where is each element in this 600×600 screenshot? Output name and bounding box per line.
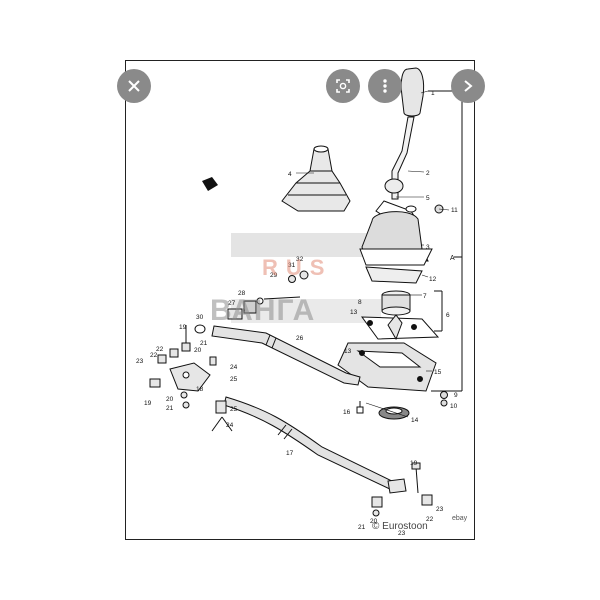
label-32: 32: [296, 256, 304, 263]
watermark-top-text: RUS: [262, 255, 333, 280]
label-6: 6: [446, 312, 450, 319]
label-22-mid: 22: [150, 352, 158, 359]
parts-diagram-sheet: 1 2 3 4 5 6 7 8 9 10 11 12 13 13 14 15 1…: [117, 60, 485, 540]
label-4: 4: [288, 171, 292, 178]
label-22: 22: [156, 346, 164, 353]
label-20-bottom: 20: [370, 518, 378, 525]
label-20-upper: 20: [194, 347, 202, 354]
label-8: 8: [358, 299, 362, 306]
chevron-right-icon: [464, 80, 473, 92]
label-25: 25: [230, 376, 238, 383]
label-2: 2: [426, 170, 430, 177]
label-11: 11: [451, 207, 458, 214]
label-29: 29: [270, 272, 278, 279]
label-5: 5: [426, 195, 430, 202]
label-28: 28: [238, 290, 246, 297]
label-9: 9: [454, 392, 458, 399]
label-31: 31: [288, 262, 296, 269]
label-19-top: 19: [179, 324, 187, 331]
label-23-bottom: 23: [398, 530, 406, 537]
label-16: 16: [343, 409, 351, 416]
shifter-exploded-diagram: 1 2 3 4 5 6 7 8 9 10 11 12 13 13 14 15 1…: [136, 67, 463, 537]
image-credit-sub: ebay: [452, 515, 468, 522]
close-icon: [128, 80, 140, 92]
watermark-text: ВАНГА: [210, 294, 316, 327]
label-10: 10: [450, 403, 458, 410]
leader-lines: [296, 90, 450, 418]
label-24: 24: [230, 364, 238, 371]
label-24-lower: 24: [226, 422, 234, 429]
more-vert-icon: [383, 79, 387, 93]
image-credit: © Eurostoon: [372, 521, 428, 532]
more-options-button[interactable]: [368, 69, 402, 103]
label-A: A: [450, 255, 455, 262]
label-7: 7: [423, 293, 427, 300]
rod-end-hardware: [194, 296, 301, 334]
label-18: 18: [196, 386, 204, 393]
label-17: 17: [286, 450, 294, 457]
label-25-lower: 25: [230, 406, 238, 413]
close-button[interactable]: [117, 69, 151, 103]
seal-ring: [365, 266, 423, 284]
label-19-left: 19: [144, 400, 152, 407]
nuts: [434, 204, 448, 407]
label-21-upper: 21: [200, 340, 208, 347]
lever-housing: [359, 205, 433, 266]
label-19-right: 19: [410, 460, 418, 467]
label-13-lower: 13: [344, 348, 352, 355]
label-26: 26: [296, 335, 304, 342]
label-1: 1: [431, 90, 435, 97]
lens-search-button[interactable]: [326, 69, 360, 103]
label-21-bottom: 21: [358, 524, 366, 531]
label-12: 12: [429, 276, 437, 283]
label-23-right: 23: [436, 506, 444, 513]
watermark-band: [231, 233, 381, 257]
orientation-arrow-icon: [202, 177, 218, 191]
shift-boot: [281, 145, 351, 212]
label-21: 21: [166, 405, 174, 412]
bolt-16: [356, 401, 364, 414]
reference-brackets: [428, 90, 463, 392]
shifter-base: [337, 342, 437, 392]
next-image-button[interactable]: [451, 69, 485, 103]
label-3: 3: [426, 244, 430, 251]
bolts-31-32: [288, 270, 309, 283]
lens-search-icon: [336, 79, 350, 93]
mount-plate: [360, 314, 440, 341]
label-13: 13: [350, 309, 358, 316]
label-14: 14: [411, 417, 419, 424]
label-27: 27: [228, 300, 236, 307]
extension-rod: [223, 396, 397, 492]
bushing-stack: [381, 290, 411, 316]
label-20: 20: [166, 396, 174, 403]
right-joint: [371, 462, 433, 517]
label-22-bottom: 22: [426, 516, 434, 523]
label-15: 15: [434, 369, 442, 376]
label-30: 30: [196, 314, 204, 321]
control-rod: [211, 325, 361, 386]
part-labels: 1 2 3 4 5 6 7 8 9 10 11 12 13 13 14 15 1…: [136, 90, 458, 537]
label-23: 23: [136, 358, 144, 365]
left-linkage: [149, 325, 233, 432]
